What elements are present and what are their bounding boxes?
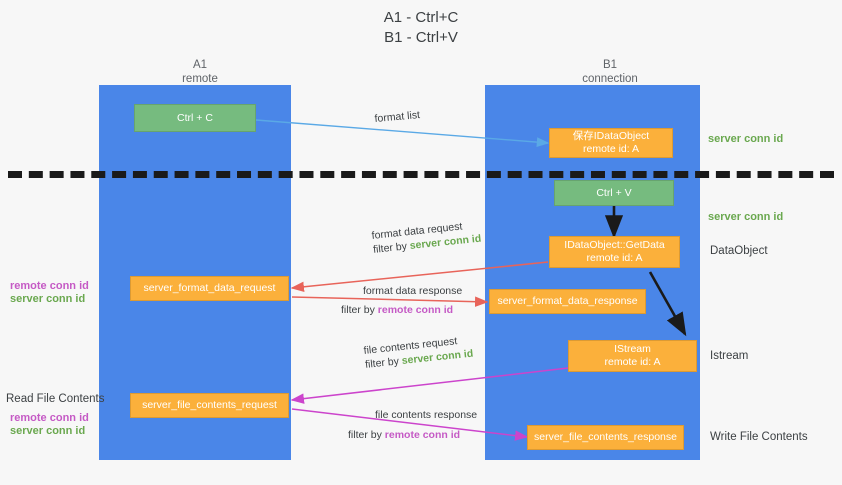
box-istream-line1: IStream (614, 343, 651, 355)
annotation-server-conn-id-1: server conn id (10, 293, 86, 305)
box-server-file-contents-request[interactable]: server_file_contents_request (130, 393, 289, 418)
arrow-format-data-request (290, 261, 549, 293)
label-format-data-response: format data response filter by remote co… (341, 284, 463, 317)
box-save-idataobject-line1: 保存IDataObject (572, 130, 650, 142)
title-line-1: A1 - Ctrl+C (383, 9, 459, 26)
label-file-contents-response: file contents response filter by remote … (348, 408, 478, 442)
box-istream-line2: remote id: A (604, 356, 661, 368)
annotation-istream: Istream (710, 350, 749, 362)
box-getdata-line1: IDataObject::GetData (564, 239, 665, 251)
box-server-format-data-response-label: server_format_data_response (497, 295, 638, 307)
label-file-contents-response-text: file contents response (375, 409, 478, 421)
box-ctrl-c[interactable]: Ctrl + C (134, 104, 256, 132)
column-a1-name: A1 (192, 59, 208, 71)
arrow-format-list (255, 119, 550, 148)
column-header-a1: A1 remote (140, 58, 260, 86)
annotation-server-conn-id-top: server conn id (708, 133, 784, 145)
annotation-write-file-contents: Write File Contents (710, 431, 808, 443)
box-ctrl-v-label: Ctrl + V (596, 186, 632, 199)
box-server-file-contents-response-label: server_file_contents_response (533, 431, 677, 443)
arrow-format-data-response (291, 296, 489, 307)
label-format-data-response-text: format data response (363, 285, 463, 297)
annotation-dataobject: DataObject (710, 245, 768, 257)
title-line-2: B1 - Ctrl+V (384, 29, 458, 46)
annotation-read-file-contents: Read File Contents (6, 393, 105, 405)
column-b1-sub: connection (582, 73, 638, 85)
box-save-idataobject-line2: remote id: A (582, 143, 640, 155)
box-idataobject-getdata[interactable]: IDataObject::GetData remote id: A (549, 236, 680, 268)
box-istream[interactable]: IStream remote id: A (568, 340, 697, 372)
annotation-server-conn-id-second: server conn id (708, 211, 784, 223)
label-file-contents-response-filter: filter by remote conn id (348, 429, 461, 441)
arrow-file-contents-response (291, 408, 529, 441)
box-getdata-line2: remote id: A (586, 252, 643, 264)
column-header-b1: B1 connection (540, 58, 680, 86)
divider-dashed (8, 171, 834, 178)
annotation-remote-conn-id-1: remote conn id (10, 280, 89, 292)
column-b1-name: B1 (602, 59, 618, 71)
page-title: A1 - Ctrl+C B1 - Ctrl+V (0, 8, 842, 48)
arrow-getdata-to-istream (648, 271, 687, 337)
box-server-format-data-request[interactable]: server_format_data_request (130, 276, 289, 301)
annotation-server-conn-id-2: server conn id (10, 425, 86, 437)
box-server-file-contents-response[interactable]: server_file_contents_response (527, 425, 684, 450)
box-server-format-data-response[interactable]: server_format_data_response (489, 289, 646, 314)
box-server-format-data-request-label: server_format_data_request (143, 282, 276, 294)
box-ctrl-c-label: Ctrl + C (177, 111, 213, 124)
box-server-file-contents-request-label: server_file_contents_request (142, 399, 277, 411)
arrow-file-contents-request (290, 367, 569, 404)
column-a1-sub: remote (182, 73, 218, 85)
label-format-data-response-filter: filter by remote conn id (341, 304, 454, 316)
box-save-idataobject[interactable]: 保存IDataObject remote id: A (549, 128, 673, 158)
annotation-remote-conn-id-2: remote conn id (10, 412, 89, 424)
box-ctrl-v[interactable]: Ctrl + V (554, 180, 674, 206)
